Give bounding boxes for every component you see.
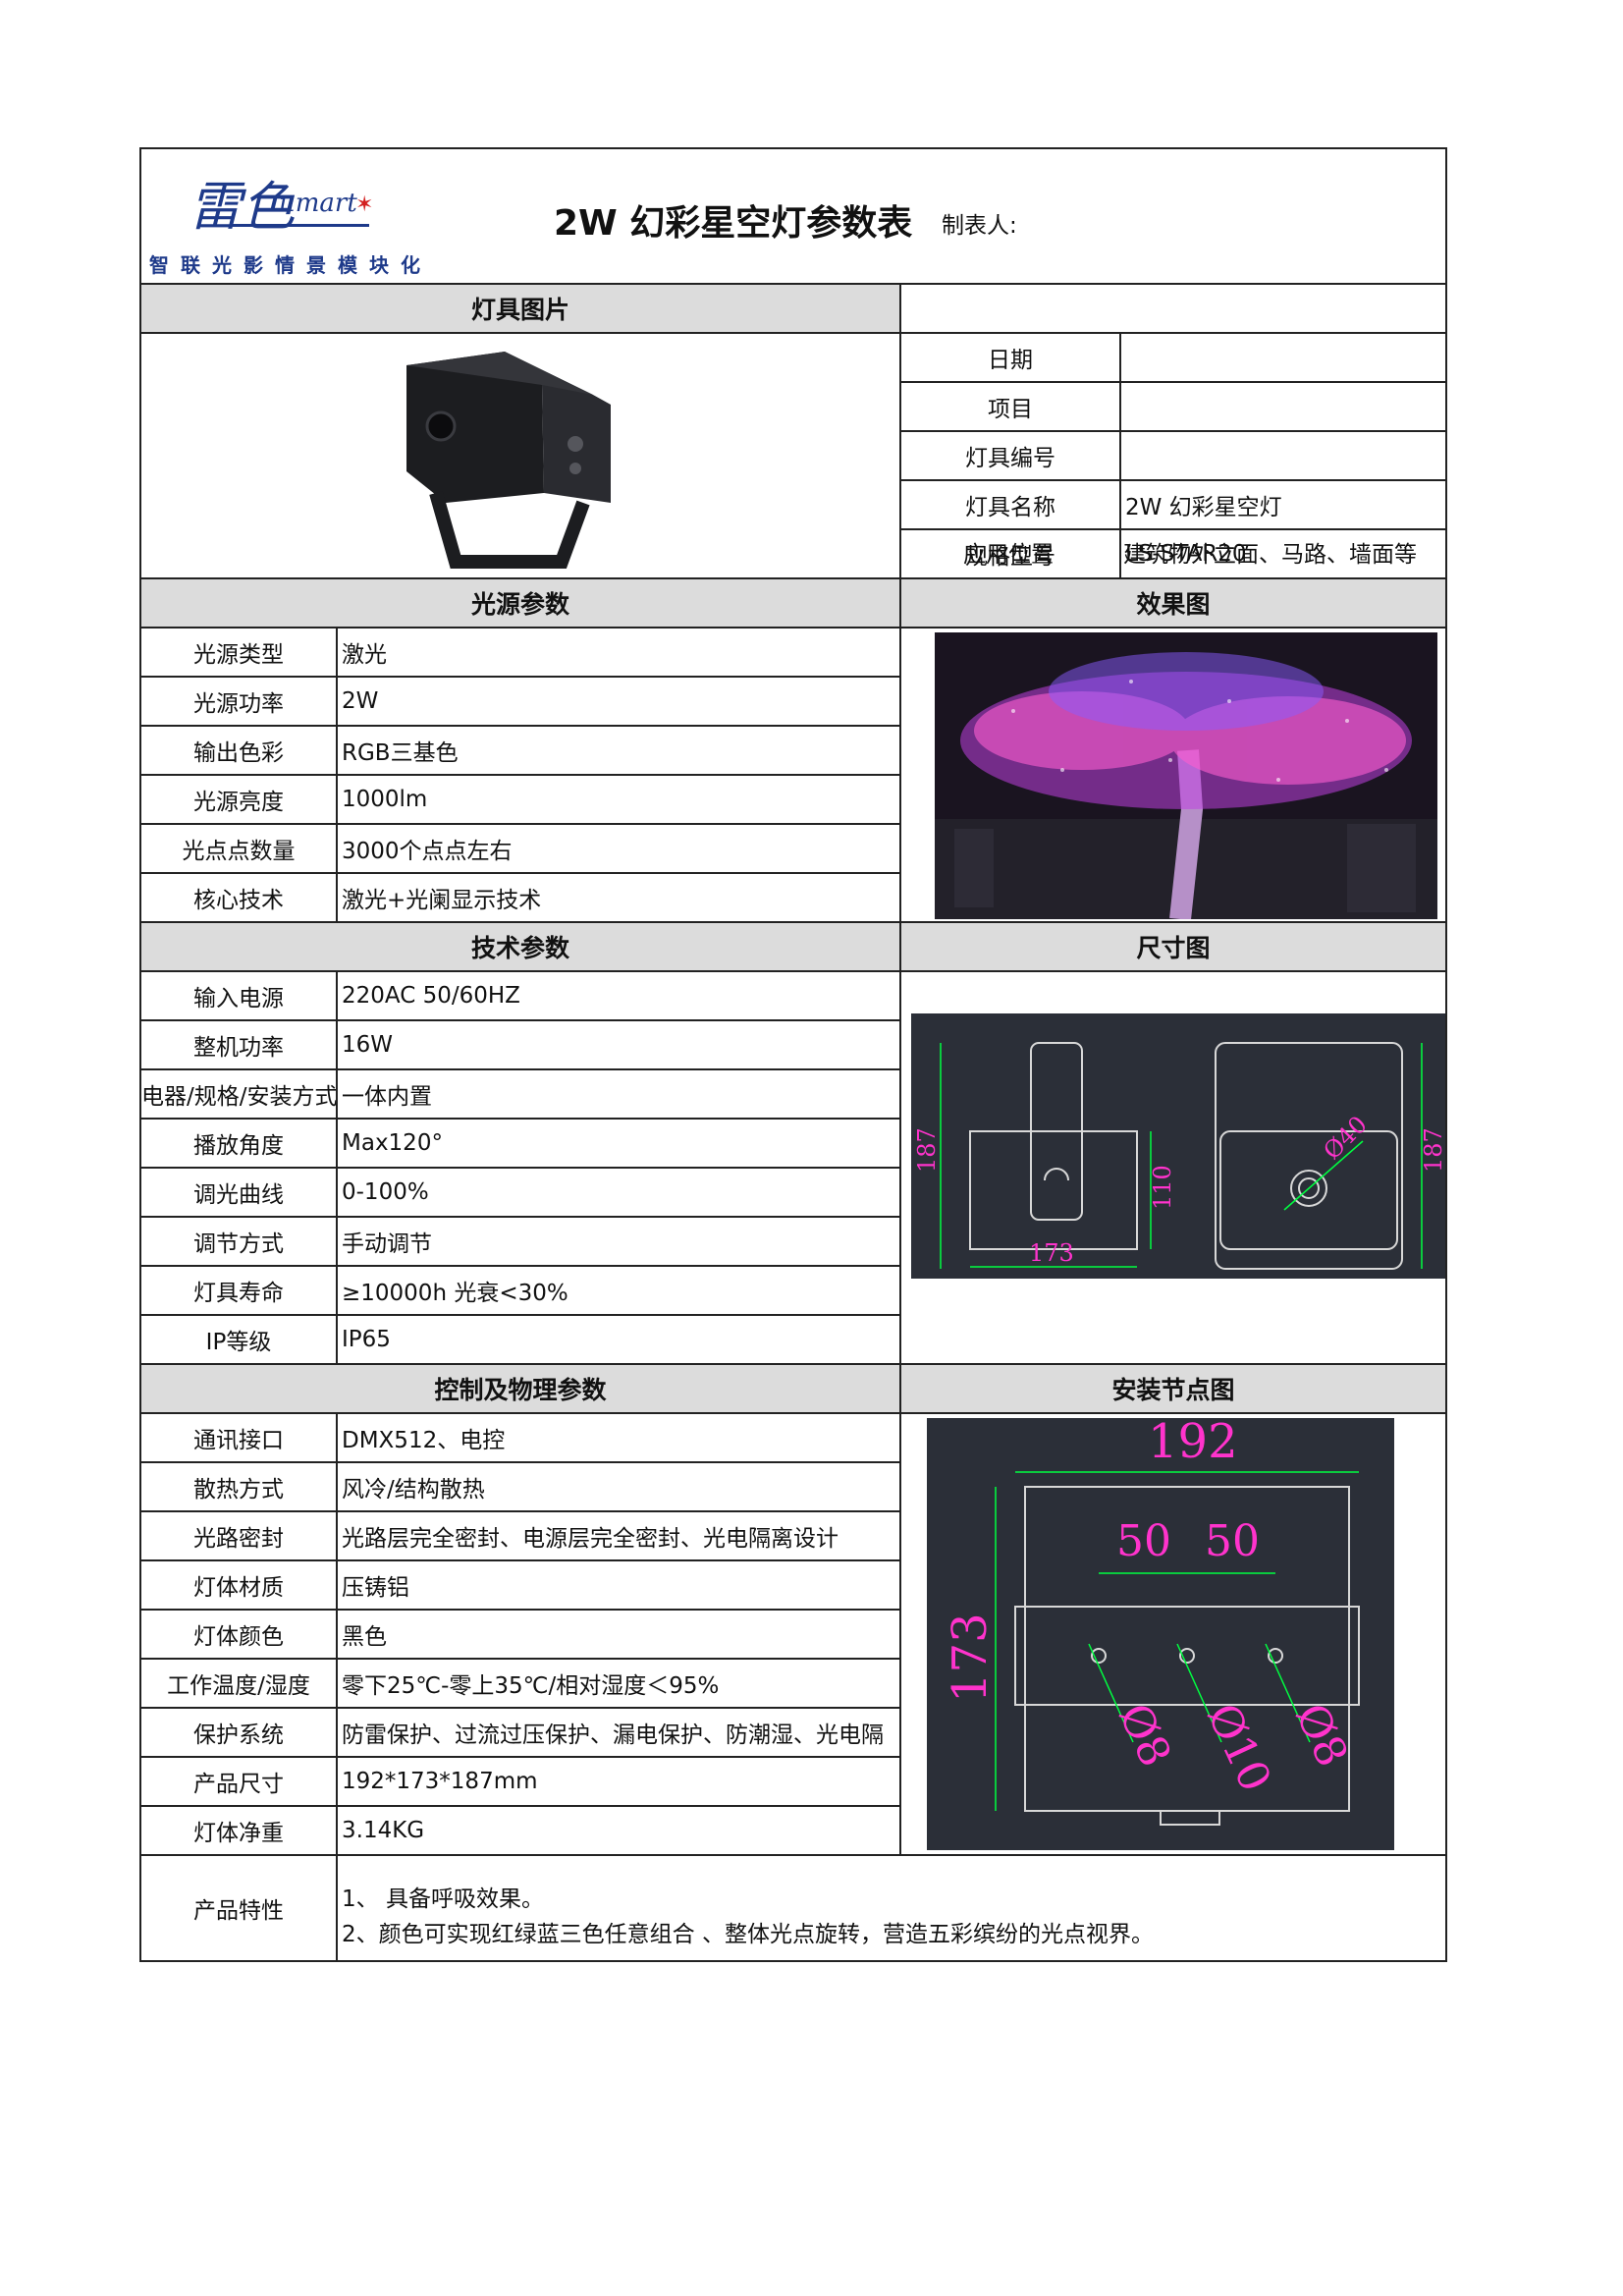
ctrl-value-material: 压铸铝 (342, 1575, 409, 1601)
info-value-project (1121, 383, 1445, 430)
ctrl-label-interface: 通讯接口 (193, 1428, 284, 1453)
tech-value-dimming: 0-100% (342, 1179, 429, 1205)
install-height: 173 (943, 1613, 998, 1703)
section-bg (141, 285, 899, 332)
tech-value-lifetime: ≥10000h 光衰<30% (342, 1281, 568, 1306)
effect-photo (935, 632, 1437, 919)
parameter-sheet: 雷色 umart ✶ 智联光影情景模块化 2W 幻彩星空灯参数表 制表人: 灯具… (139, 147, 1447, 1962)
logo: 雷色 umart ✶ 智联光影情景模块化 (141, 149, 436, 283)
ctrl-label-weight: 灯体净重 (193, 1821, 284, 1846)
section-install: 安装节点图 (1111, 1376, 1235, 1404)
tech-label-dimming: 调光曲线 (193, 1182, 284, 1208)
install-gap-left: 50 (1116, 1516, 1171, 1566)
dim-width: 173 (1029, 1239, 1074, 1267)
logo-cn: 雷色 (189, 176, 295, 238)
tech-label-power-input: 输入电源 (193, 986, 284, 1011)
light-value-core-tech: 激光+光阑显示技术 (342, 888, 542, 913)
section-dimension: 尺寸图 (1136, 934, 1211, 962)
light-value-brightness: 1000lm (342, 787, 428, 812)
info-value-fixture-name: 2W 幻彩星空灯 (1125, 495, 1282, 520)
ctrl-value-cooling: 风冷/结构散热 (342, 1477, 485, 1503)
info-value-model: LS-STAR20 (1125, 541, 1247, 567)
info-value-application-final: 建筑物外立面、马路、墙面等 (1123, 542, 1417, 568)
ctrl-label-cooling: 散热方式 (193, 1477, 284, 1503)
light-value-type: 激光 (342, 642, 387, 668)
tech-label-electrical: 电器/规格/安装方式 (141, 1084, 336, 1110)
tech-label-angle: 播放角度 (193, 1133, 284, 1159)
tech-value-electrical: 一体内置 (342, 1084, 432, 1110)
section-control-physical: 控制及物理参数 (434, 1376, 607, 1404)
dim-body-height: 110 (1149, 1165, 1176, 1210)
maker-label: 制表人: (942, 213, 1017, 239)
features-label: 产品特性 (193, 1898, 284, 1924)
info-label-date: 日期 (988, 348, 1033, 373)
light-value-points: 3000个点点左右 (342, 839, 513, 864)
info-label-fixture-no: 灯具编号 (965, 446, 1055, 471)
light-value-power: 2W (342, 688, 379, 714)
light-label-type: 光源类型 (193, 642, 284, 668)
section-effect: 效果图 (1136, 590, 1211, 619)
dim-height-right: 187 (1420, 1127, 1445, 1173)
ctrl-value-weight: 3.14KG (342, 1818, 425, 1843)
info-label-model: 规格型号 (965, 544, 1055, 570)
ctrl-label-protection: 保护系统 (193, 1722, 284, 1748)
tech-value-total-power: 16W (342, 1032, 394, 1058)
install-drawing: 192 50 50 173 Ø8 Ø10 Ø8 (927, 1418, 1394, 1850)
ctrl-value-protection: 防雷保护、过流过压保护、漏电保护、防潮湿、光电隔 (342, 1722, 884, 1748)
section-technical: 技术参数 (470, 934, 569, 962)
light-label-power: 光源功率 (193, 691, 284, 717)
feature-line-1: 1、 具备呼吸效果。 (342, 1886, 544, 1912)
ctrl-label-sealing: 光路密封 (193, 1526, 284, 1552)
tech-value-ip: IP65 (342, 1327, 391, 1352)
ctrl-label-material: 灯体材质 (193, 1575, 284, 1601)
info-value-date (1121, 334, 1445, 381)
section-bg (141, 579, 1445, 627)
ctrl-label-size: 产品尺寸 (193, 1772, 284, 1797)
light-label-color: 输出色彩 (193, 740, 284, 766)
tech-label-lifetime: 灯具寿命 (193, 1281, 284, 1306)
ctrl-value-temperature: 零下25℃-零上35℃/相对湿度＜95% (342, 1673, 720, 1699)
info-label-application-final: 应用位置 (963, 542, 1054, 568)
info-label-project: 项目 (988, 397, 1033, 422)
tech-label-total-power: 整机功率 (193, 1035, 284, 1061)
install-width: 192 (1148, 1418, 1238, 1469)
tech-label-adjust: 调节方式 (193, 1231, 284, 1257)
light-label-points: 光点点数量 (182, 839, 296, 864)
star-icon: ✶ (355, 192, 374, 217)
tech-value-angle: Max120° (342, 1130, 443, 1156)
section-bg (141, 1365, 1445, 1412)
tech-value-adjust: 手动调节 (342, 1231, 432, 1257)
page-title: 2W 幻彩星空灯参数表 (554, 203, 913, 244)
ctrl-label-temperature: 工作温度/湿度 (167, 1673, 310, 1699)
dimension-drawing: 187 110 173 Ø40 187 (911, 1013, 1445, 1279)
tech-label-ip: IP等级 (205, 1330, 272, 1355)
fixture-photo (406, 352, 611, 569)
logo-underline (232, 224, 369, 227)
dim-height-left: 187 (913, 1127, 941, 1173)
tech-value-power-input: 220AC 50/60HZ (342, 983, 520, 1009)
info-label-fixture-name: 灯具名称 (965, 495, 1055, 520)
section-fixture-image: 灯具图片 (470, 296, 569, 324)
ctrl-value-interface: DMX512、电控 (342, 1428, 506, 1453)
light-label-core-tech: 核心技术 (193, 888, 284, 913)
ctrl-value-color: 黑色 (342, 1624, 387, 1650)
light-value-color: RGB三基色 (342, 740, 459, 766)
section-light-source: 光源参数 (470, 590, 569, 619)
feature-line-2: 2、颜色可实现红绿蓝三色任意组合 、整体光点旋转，营造五彩缤纷的光点视界。 (342, 1922, 1154, 1947)
install-gap-right: 50 (1205, 1516, 1260, 1566)
info-value-fixture-no (1121, 432, 1445, 479)
ctrl-value-sealing: 光路层完全密封、电源层完全密封、光电隔离设计 (342, 1526, 839, 1552)
light-label-brightness: 光源亮度 (193, 790, 284, 815)
logo-en: umart (279, 189, 357, 218)
logo-slogan: 智联光影情景模块化 (149, 253, 432, 277)
ctrl-value-size: 192*173*187mm (342, 1769, 538, 1794)
ctrl-label-color: 灯体颜色 (193, 1624, 284, 1650)
section-bg (141, 923, 1445, 970)
